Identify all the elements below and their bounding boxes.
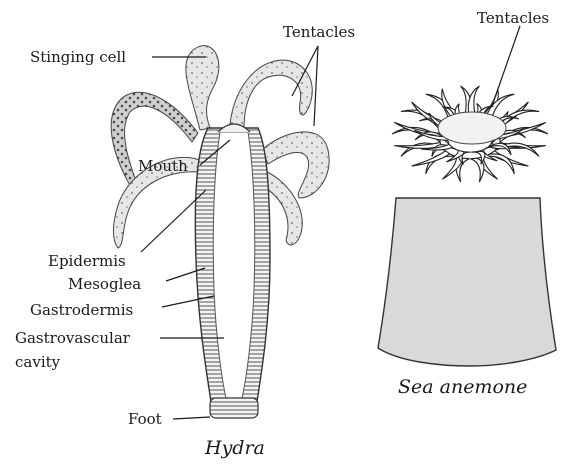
label-tentacles-anemone: Tentacles bbox=[477, 9, 549, 27]
caption-sea-anemone: Sea anemone bbox=[398, 376, 527, 398]
label-gastrodermis: Gastrodermis bbox=[30, 301, 133, 319]
label-mesoglea: Mesoglea bbox=[68, 275, 141, 293]
anemone-drawing bbox=[378, 86, 556, 366]
foot-leader bbox=[173, 417, 210, 419]
anemone-oral-disc bbox=[438, 112, 506, 144]
hydra-tentacle-top-1 bbox=[186, 46, 219, 130]
label-foot: Foot bbox=[128, 410, 162, 428]
hydra-foot bbox=[210, 398, 258, 418]
hydra-body bbox=[195, 124, 270, 418]
label-tentacles-hydra: Tentacles bbox=[283, 23, 355, 41]
label-mouth: Mouth bbox=[138, 157, 188, 175]
label-cavity: cavity bbox=[15, 353, 61, 371]
hydra-tentacle-top-2 bbox=[230, 60, 312, 128]
hydra-gastrovascular-cavity bbox=[213, 132, 255, 398]
anemone-leader-lines bbox=[492, 26, 520, 106]
tentacles-leader-2 bbox=[314, 46, 318, 126]
anemone-tentacles-leader bbox=[492, 26, 520, 106]
label-gastrovascular: Gastrovascular bbox=[15, 329, 131, 347]
hydra-mouth bbox=[218, 124, 250, 132]
label-stinging-cell: Stinging cell bbox=[30, 48, 126, 66]
anemone-column bbox=[378, 198, 556, 366]
label-epidermis: Epidermis bbox=[48, 252, 126, 270]
caption-hydra: Hydra bbox=[204, 437, 265, 459]
hydra-drawing bbox=[111, 46, 329, 418]
